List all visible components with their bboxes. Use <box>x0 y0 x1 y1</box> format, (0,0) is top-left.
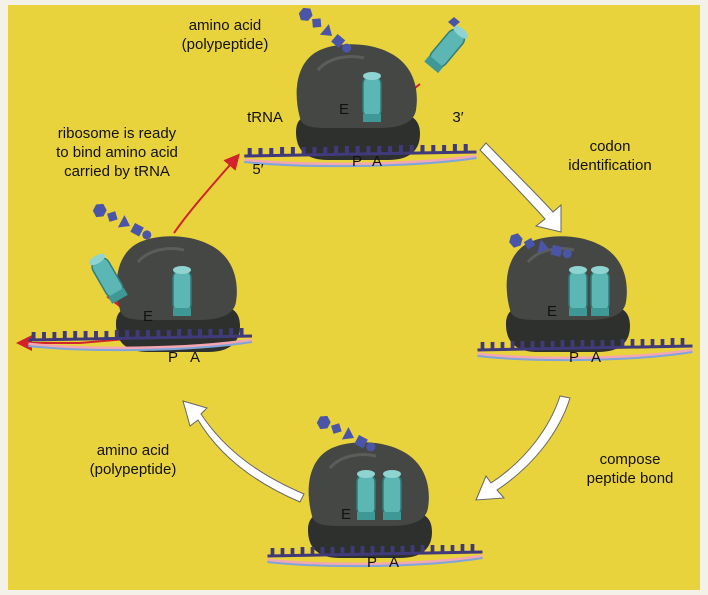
top-amino-acid-line1: amino acid <box>188 17 262 34</box>
trna-icon <box>172 265 192 317</box>
bottom-amino-acid-line2: (polypeptide) <box>89 461 177 478</box>
site-a-label: A <box>189 349 200 366</box>
site-p-label: P <box>167 349 178 366</box>
cycle-arrow-icon <box>182 142 571 503</box>
site-a-label: A <box>590 349 601 366</box>
amino-acid-chain-icon <box>296 4 460 58</box>
ribosome-ready-label: ribosome is ready to bind amino acid car… <box>22 124 212 181</box>
compose-line2: peptide bond <box>586 470 674 487</box>
trna-icon <box>382 469 402 521</box>
site-e-label: E <box>546 303 557 320</box>
site-p-label: P <box>366 554 377 571</box>
codon-line1: codon <box>589 138 631 155</box>
compose-line1: compose <box>599 451 661 468</box>
site-e-label: E <box>142 308 153 325</box>
site-e-label: E <box>340 506 351 523</box>
five-prime-label: 5′ <box>252 161 264 178</box>
ribosome-ready-line1: ribosome is ready <box>57 125 177 142</box>
trna-icon <box>590 265 610 317</box>
top-amino-acid-label: amino acid (polypeptide) <box>160 16 290 54</box>
ribosome-ready-line2: to bind amino acid <box>56 144 178 161</box>
trna-icon <box>356 469 376 521</box>
site-p-label: P <box>351 153 362 170</box>
bottom-amino-acid-line1: amino acid <box>96 442 170 459</box>
three-prime-label: 3′ <box>452 109 464 126</box>
trna-label: tRNA <box>247 109 283 126</box>
ribosome-ready-line3: carried by tRNA <box>64 163 170 180</box>
trna-icon <box>362 71 382 123</box>
trna-icon <box>568 265 588 317</box>
site-p-label: P <box>568 349 579 366</box>
compose-peptide-bond-label: compose peptide bond <box>560 450 700 488</box>
site-a-label: A <box>371 153 382 170</box>
site-e-label: E <box>338 101 349 118</box>
codon-identification-label: codon identification <box>540 137 680 175</box>
ribosome-icon <box>294 42 422 162</box>
site-a-label: A <box>388 554 399 571</box>
bottom-amino-acid-label: amino acid (polypeptide) <box>68 441 198 479</box>
codon-line2: identification <box>568 157 652 174</box>
top-amino-acid-line2: (polypeptide) <box>181 36 269 53</box>
